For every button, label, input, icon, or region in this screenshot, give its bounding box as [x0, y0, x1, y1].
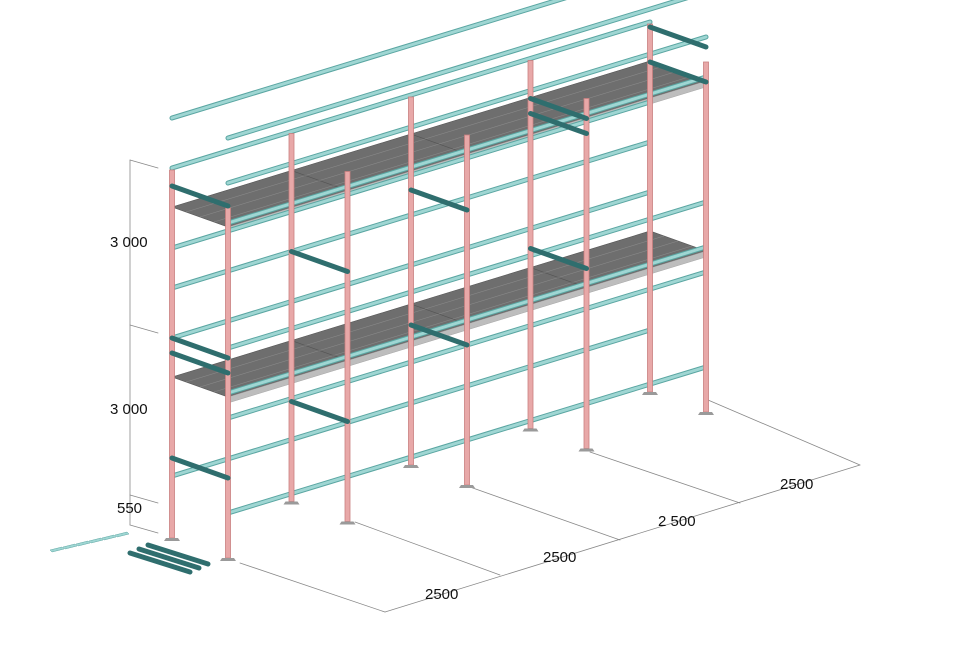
ledger-tube	[170, 20, 652, 170]
height-dimension-tick	[129, 524, 159, 534]
deck-plank-line	[319, 143, 440, 181]
bay-extension-line	[707, 399, 861, 466]
height-dimension-tick	[129, 159, 159, 169]
transom-tube	[408, 322, 470, 348]
bay-extension-line	[589, 451, 741, 504]
base-plate	[698, 412, 714, 415]
deck-plank-line	[452, 112, 573, 150]
deck-plank-line	[333, 148, 454, 186]
loose-parts	[49, 531, 211, 575]
deck-plank-line	[305, 138, 426, 176]
deck-plank-line	[185, 175, 306, 213]
transom-tube	[647, 24, 709, 50]
base-plate	[403, 465, 419, 468]
transom-tube	[408, 187, 470, 213]
height-dimension-label-lower: 3 000	[110, 401, 148, 418]
loose-board	[49, 546, 65, 553]
length-dimension-line	[384, 464, 861, 613]
deck-plank-line	[438, 277, 559, 315]
bay-extension-line	[469, 486, 621, 541]
deck-plank-line	[319, 313, 440, 351]
loose-board	[101, 534, 117, 541]
standard-post	[583, 98, 590, 449]
standard-post	[647, 23, 653, 393]
transom-tube	[169, 350, 231, 376]
deck-plank-line	[558, 240, 679, 278]
loose-tube	[145, 542, 211, 567]
deck-plank-line	[213, 355, 334, 393]
base-height-dimension-label: 550	[117, 500, 142, 517]
loose-tube	[127, 550, 193, 575]
standard-post	[344, 171, 351, 522]
standard-post	[464, 134, 470, 486]
loose-board	[62, 543, 78, 550]
deck-plank-line	[333, 318, 454, 356]
deck-plank-line	[424, 102, 545, 140]
standard-post	[703, 61, 709, 413]
deck-plank-line	[452, 282, 573, 320]
transom-tube	[169, 183, 231, 209]
ledger-tube	[226, 0, 685, 140]
bay-extension-line	[354, 521, 501, 576]
deck-plank-line	[199, 350, 320, 388]
deck-plank-line	[438, 107, 559, 145]
bay-extension-line	[239, 562, 386, 613]
bay-dimension-label-3: 2 500	[658, 513, 696, 530]
deck-plank-line	[544, 65, 665, 103]
deck-plank-line	[199, 180, 320, 218]
transom-tube	[528, 111, 589, 136]
deck-plank-line	[185, 345, 306, 383]
deck-plank-line	[424, 272, 545, 310]
standard-post	[288, 133, 295, 502]
loose-board	[75, 540, 91, 547]
deck-plank-line	[572, 245, 693, 283]
ledger-tube	[170, 0, 564, 120]
base-plate	[164, 538, 180, 541]
loose-board	[114, 531, 130, 538]
base-plate	[642, 392, 658, 395]
standard-post	[225, 207, 231, 559]
ledger-tube	[226, 35, 708, 185]
loose-board	[88, 537, 104, 544]
deck-plank-line	[544, 235, 665, 273]
bay-dimension-label-2: 2500	[543, 549, 576, 566]
deck-plank-line	[305, 308, 426, 346]
transom-tube	[528, 246, 589, 271]
transom-tube	[169, 335, 231, 361]
bay-dimension-label-1: 2500	[425, 586, 458, 603]
deck-plank-line	[213, 185, 334, 223]
deck-plank-line	[572, 75, 693, 113]
base-plate	[522, 428, 539, 432]
transom-tube	[647, 59, 709, 85]
transoms	[169, 24, 709, 481]
height-dimension-tick	[129, 324, 159, 334]
transom-tube	[289, 249, 350, 274]
height-dimension-label-upper: 3 000	[110, 234, 148, 251]
bay-dimension-label-4: 2500	[780, 476, 813, 493]
base-plate	[339, 521, 356, 525]
standard-post	[408, 96, 414, 466]
base-plate	[578, 448, 595, 452]
loose-tube	[136, 546, 202, 571]
transom-tube	[528, 96, 589, 121]
base-plate	[459, 485, 475, 488]
deck-plank-line	[558, 70, 679, 108]
base-plate	[283, 501, 300, 505]
base-plate	[220, 558, 236, 561]
transom-tube	[169, 455, 231, 481]
height-dimension-tick	[129, 494, 159, 504]
transom-tube	[289, 399, 350, 424]
